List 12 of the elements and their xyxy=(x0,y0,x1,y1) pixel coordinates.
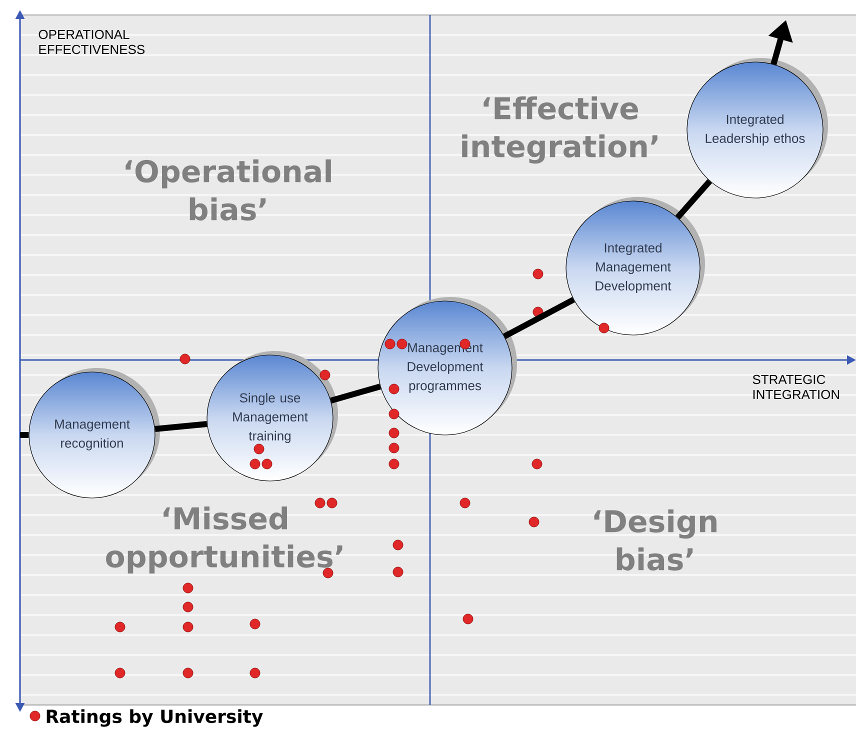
curve-segment xyxy=(675,179,712,220)
legend-label: Ratings by University xyxy=(46,709,263,727)
quadrant-label: ‘Effective integration’ xyxy=(462,96,658,164)
curve-segment xyxy=(20,432,29,438)
axis-label: STRATEGIC INTEGRATION xyxy=(752,374,840,400)
curve-segment xyxy=(330,384,382,404)
curve-segment xyxy=(503,296,575,340)
quadrant-label: ‘Design bias’ xyxy=(594,509,716,571)
axis-label: OPERATIONAL EFFECTIVENESS xyxy=(38,30,145,54)
curve-segment xyxy=(154,421,208,432)
quadrant-label: ‘Missed opportunities’ xyxy=(106,506,342,574)
quadrant-label: ‘Operational bias’ xyxy=(126,159,331,221)
